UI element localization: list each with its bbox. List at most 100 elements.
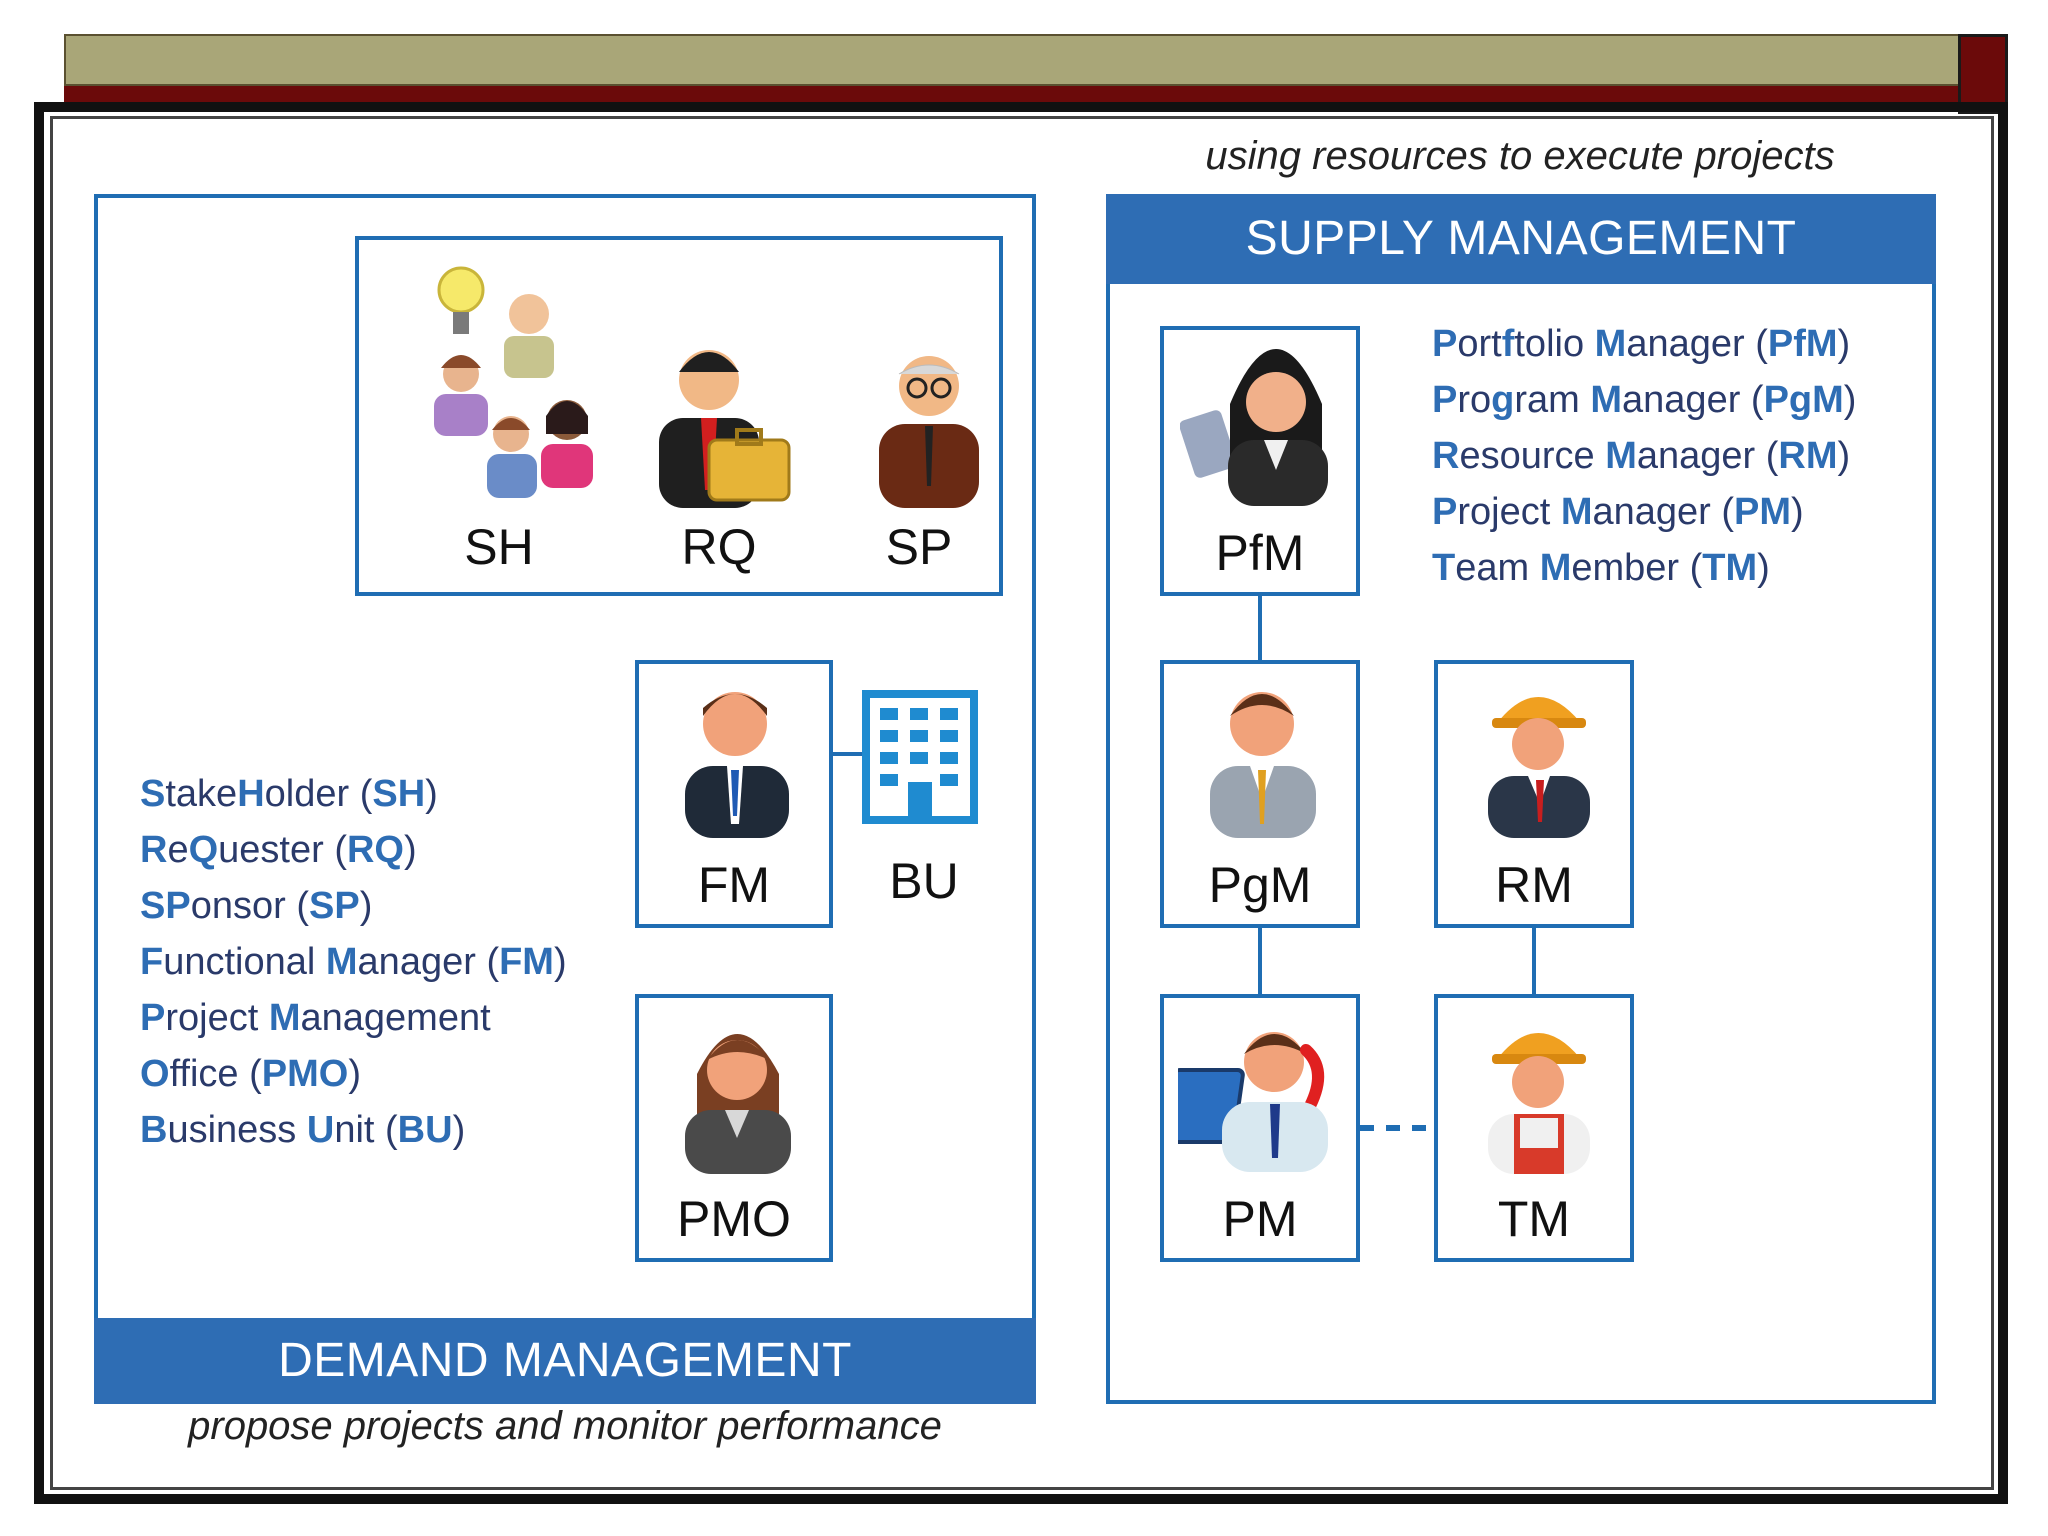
functional-manager-icon — [685, 692, 789, 838]
legend-line: Project Management — [140, 990, 620, 1046]
supply-header: SUPPLY MANAGEMENT — [1106, 194, 1936, 284]
legend-text: S — [140, 773, 166, 815]
legend-line: Resource Manager (RM) — [1432, 428, 1932, 484]
legend-text: anagement — [300, 997, 491, 1039]
legend-text: T — [1432, 547, 1456, 589]
portfolio-manager-icon — [1180, 349, 1328, 506]
pgm-label: PgM — [1208, 857, 1312, 913]
legend-text: anager — [357, 941, 487, 983]
demand-caption: propose projects and monitor performance — [188, 1404, 942, 1448]
resource-manager-icon — [1488, 697, 1590, 838]
rm-tm-connector — [1532, 928, 1536, 994]
legend-text: uester — [218, 829, 335, 871]
legend-text: eam — [1455, 547, 1540, 589]
legend-text: B — [140, 1109, 168, 1151]
legend-text: roject — [165, 997, 269, 1039]
legend-text: ) — [553, 941, 567, 983]
supply-caption: using resources to execute projects — [1205, 134, 1835, 178]
legend-text: O — [140, 1053, 170, 1095]
legend-text: F — [140, 941, 164, 983]
legend-text: ) — [1837, 435, 1851, 477]
legend-abbreviation: PfM — [1767, 323, 1838, 365]
tm-label: TM — [1497, 1191, 1571, 1247]
pfm-box: PfM — [1160, 326, 1360, 596]
legend-abbreviation: PM — [1734, 491, 1792, 533]
pmo-label: PMO — [677, 1191, 791, 1247]
legend-line: Team Member (TM) — [1432, 540, 1932, 596]
demand-legend: StakeHolder (SH)ReQuester (RQ)SPonsor (S… — [140, 766, 620, 1158]
legend-text: ( — [1689, 547, 1703, 589]
supply-legend: Portftolio Manager (PfM)Program Manager … — [1432, 316, 1932, 596]
legend-text: ffice — [169, 1053, 250, 1095]
slide-title-bar — [64, 34, 1962, 86]
legend-text: ) — [403, 829, 417, 871]
legend-text: ( — [1750, 379, 1764, 421]
legend-text: usiness — [167, 1109, 307, 1151]
legend-text: ( — [1765, 435, 1779, 477]
legend-text: M — [1605, 435, 1637, 477]
legend-text: e — [167, 829, 189, 871]
legend-text: R — [1432, 435, 1460, 477]
legend-text: M — [268, 997, 301, 1039]
requester-group-box: SH RQ SP — [355, 236, 1003, 596]
fm-label: FM — [697, 857, 771, 913]
pfm-label: PfM — [1215, 525, 1305, 581]
legend-text: g — [1491, 379, 1515, 421]
legend-abbreviation: FM — [499, 941, 554, 983]
stakeholders-icon — [434, 266, 593, 498]
legend-line: Program Manager (PgM) — [1432, 372, 1932, 428]
legend-text: ) — [1843, 379, 1857, 421]
pmo-box: PMO — [635, 994, 833, 1262]
legend-text: older — [264, 773, 360, 815]
program-manager-icon — [1210, 692, 1316, 838]
legend-text: H — [237, 773, 265, 815]
legend-text: P — [1432, 323, 1458, 365]
legend-text: ( — [1755, 323, 1768, 365]
pgm-pm-connector — [1258, 928, 1262, 994]
sponsor-icon — [879, 356, 979, 508]
slide-title-underline — [64, 86, 1962, 102]
legend-abbreviation: SP — [308, 885, 360, 927]
legend-text: ( — [334, 829, 347, 871]
legend-text: ort — [1457, 323, 1502, 365]
legend-text: nit — [334, 1109, 386, 1151]
legend-abbreviation: PgM — [1763, 379, 1844, 421]
legend-text: ( — [359, 773, 373, 815]
sh-label: SH — [464, 519, 534, 575]
pm-box: PM — [1160, 994, 1360, 1262]
pm-tm-dashed-connector — [1360, 1125, 1434, 1131]
legend-text: M — [325, 941, 358, 983]
legend-text: unctional — [163, 941, 326, 983]
fm-box: FM — [635, 660, 833, 928]
legend-text: M — [1594, 323, 1627, 365]
legend-line: StakeHolder (SH) — [140, 766, 620, 822]
pgm-box: PgM — [1160, 660, 1360, 928]
sp-label: SP — [885, 519, 953, 575]
legend-text: roject — [1457, 491, 1561, 533]
legend-text: ) — [452, 1109, 466, 1151]
legend-text: anager — [1626, 323, 1756, 365]
legend-text: ) — [1757, 547, 1770, 589]
legend-text: Q — [188, 829, 219, 871]
building-icon — [862, 690, 978, 824]
legend-line: Office (PMO) — [140, 1046, 620, 1102]
legend-text: P — [140, 997, 166, 1039]
legend-text: ) — [1791, 491, 1804, 533]
pmo-icon — [685, 1034, 791, 1174]
legend-text: SP — [140, 885, 191, 927]
legend-text: tolio — [1514, 323, 1595, 365]
legend-text: ) — [348, 1053, 361, 1095]
project-manager-icon — [1178, 1032, 1328, 1172]
legend-text: P — [1432, 379, 1458, 421]
legend-abbreviation: BU — [397, 1109, 453, 1151]
legend-text: onsor — [190, 885, 297, 927]
legend-text: anager — [1622, 379, 1751, 421]
legend-text: ram — [1514, 379, 1591, 421]
legend-line: SPonsor (SP) — [140, 878, 620, 934]
pfm-pgm-connector — [1258, 596, 1262, 660]
legend-text: P — [1432, 491, 1458, 533]
legend-text: take — [165, 773, 238, 815]
legend-abbreviation: RQ — [346, 829, 404, 871]
legend-abbreviation: SH — [372, 773, 426, 815]
rm-box: RM — [1434, 660, 1634, 928]
